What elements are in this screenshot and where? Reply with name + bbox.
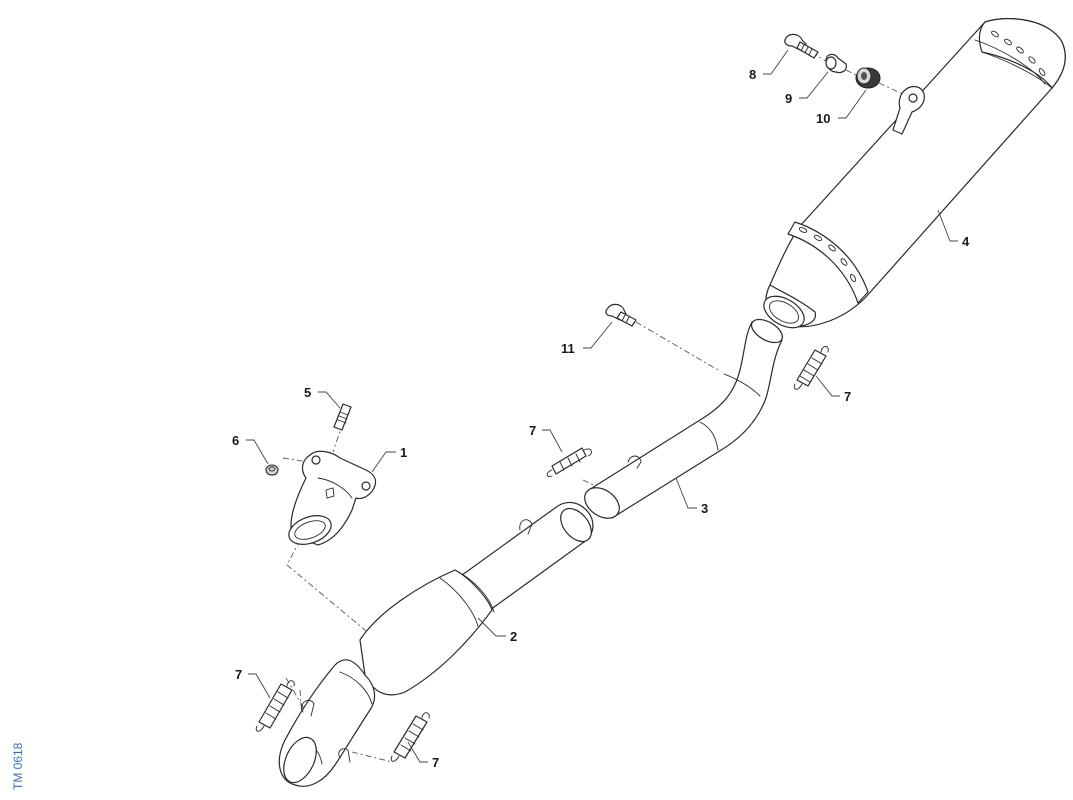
header-pipe-part-2 — [278, 501, 594, 787]
callout-2: 2 — [510, 629, 517, 644]
spring-part-7-lower-right — [390, 712, 430, 762]
callout-10: 10 — [816, 111, 830, 126]
stud-part-5 — [333, 403, 352, 431]
spacer-part-9 — [825, 53, 847, 74]
grommet-part-10 — [855, 67, 881, 89]
callout-5: 5 — [304, 385, 311, 400]
bolt-part-8 — [784, 33, 819, 59]
nut-part-6 — [265, 464, 279, 476]
callout-3: 3 — [701, 501, 708, 516]
callout-1: 1 — [400, 445, 407, 460]
exhaust-flange-part-1 — [288, 450, 377, 546]
spring-part-7-upper-right — [793, 345, 829, 390]
callout-7-upper-right: 7 — [844, 389, 851, 404]
mid-pipe-part-3 — [584, 318, 783, 519]
end-band-slots — [991, 30, 1046, 76]
callout-9: 9 — [785, 91, 792, 106]
spring-part-7-middle — [546, 447, 592, 477]
callout-labels: 1 2 3 4 5 6 7 7 7 7 8 9 10 11 — [232, 67, 970, 770]
callout-11: 11 — [561, 341, 575, 356]
callout-7-middle: 7 — [529, 423, 536, 438]
spring-part-7-lower-left — [255, 680, 295, 732]
bolt-part-11 — [605, 303, 637, 327]
callout-7-lower-left: 7 — [235, 667, 242, 682]
silencer-part-4 — [763, 18, 1066, 329]
callout-4: 4 — [962, 234, 970, 249]
assembly-guide-lines — [282, 51, 906, 763]
leader-lines — [246, 49, 958, 763]
front-band-slots — [798, 227, 857, 283]
callout-8: 8 — [749, 67, 756, 82]
callout-6: 6 — [232, 433, 239, 448]
drawing-code: TM 0618 — [11, 742, 25, 790]
callout-7-lower-right: 7 — [432, 755, 439, 770]
